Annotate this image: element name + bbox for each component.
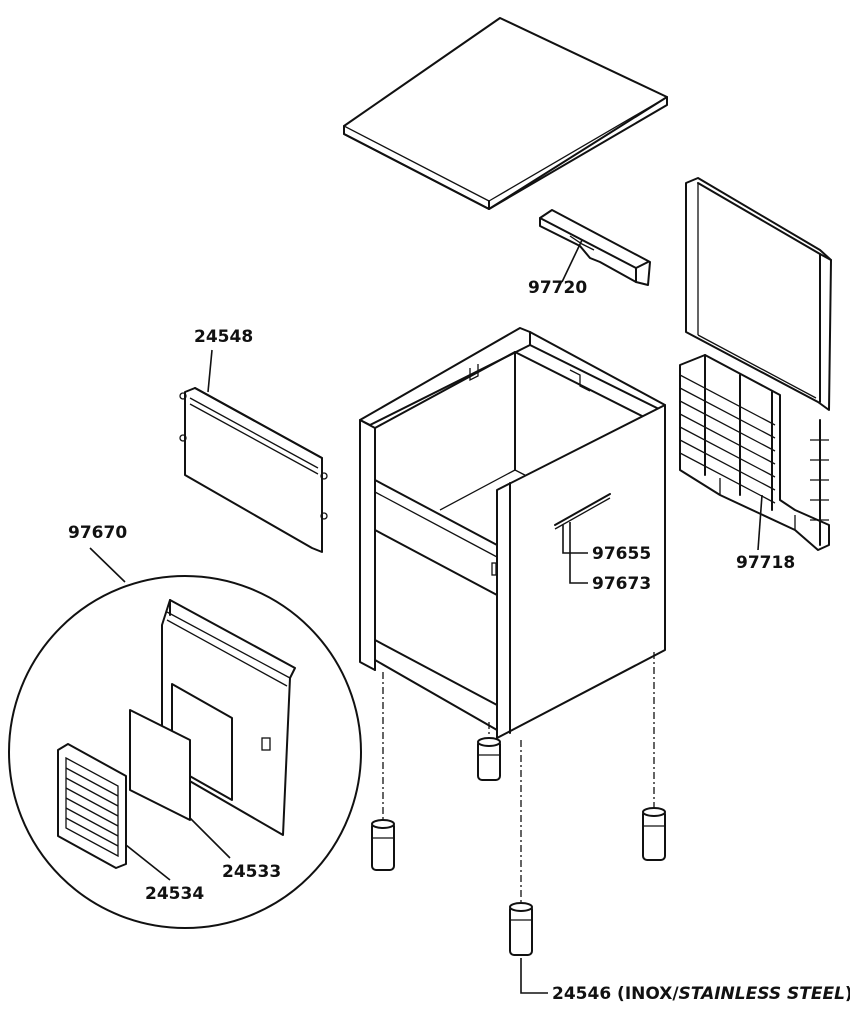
leader-97670 — [89, 547, 126, 583]
leader-97718 — [757, 494, 763, 551]
leader-24546 — [520, 958, 548, 994]
panel-24548 — [179, 387, 328, 553]
leader-24534 — [125, 844, 171, 881]
side-panel-right — [685, 177, 832, 411]
label-24546-code: 24546 (INOX/ — [552, 984, 679, 1004]
leg-front-right — [642, 807, 666, 861]
label-24546: 24546 (INOX/STAINLESS STEEL) — [552, 984, 850, 1004]
detail-circle — [8, 575, 362, 929]
bracket-97720 — [539, 209, 651, 286]
leader-97720 — [561, 239, 583, 283]
label-24533: 24533 — [222, 862, 281, 882]
label-97673: 97673 — [592, 574, 651, 594]
label-24548: 24548 — [194, 327, 253, 347]
label-97720: 97720 — [528, 278, 587, 298]
leg-back-center — [477, 737, 501, 781]
leader-24548 — [207, 349, 213, 393]
label-24546-close: ) — [845, 984, 850, 1004]
label-24534: 24534 — [145, 884, 204, 904]
label-97670: 97670 — [68, 523, 127, 543]
worktop-panel — [343, 17, 668, 210]
leg-front-center — [509, 902, 533, 956]
cabinet-body — [359, 327, 666, 739]
leg-front-left — [371, 819, 395, 871]
leader-24533 — [189, 817, 231, 859]
rack-97718 — [679, 354, 830, 551]
label-97718: 97718 — [736, 553, 795, 573]
label-24546-material: STAINLESS STEEL — [679, 984, 845, 1004]
leader-97655 — [562, 525, 588, 554]
leader-97673 — [569, 522, 588, 584]
label-97655: 97655 — [592, 544, 651, 564]
